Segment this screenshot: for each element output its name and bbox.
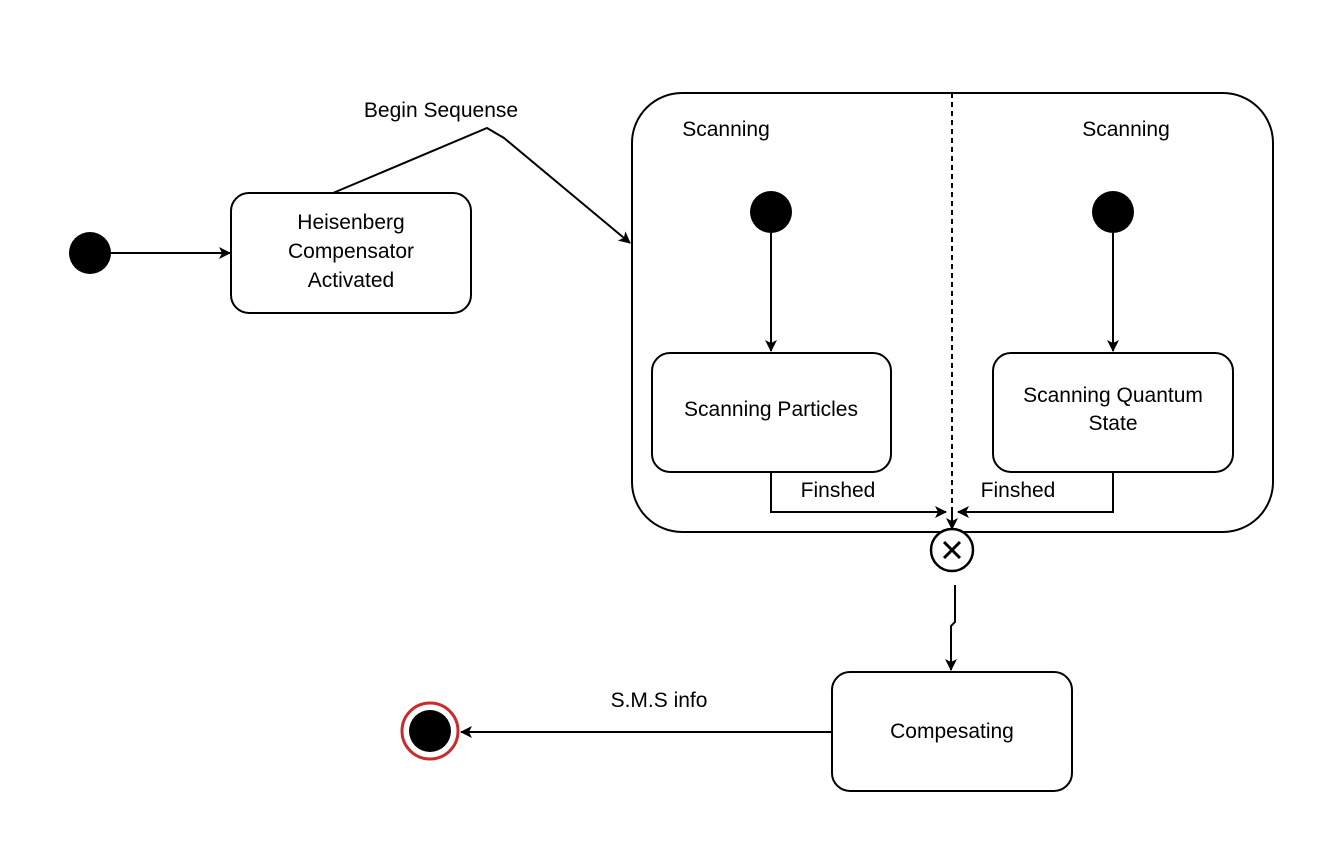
transition-exit-to-compensating: [945, 585, 957, 671]
left-region-initial-node: [750, 191, 792, 233]
transition-finished-left: [770, 472, 947, 518]
state-heisenberg-label-line1: Heisenberg: [297, 211, 404, 234]
region-right-label: Scanning: [1082, 118, 1170, 141]
transition-begin-sequence: [332, 126, 631, 244]
state-heisenberg-label-line3: Activated: [308, 269, 394, 292]
region-left-label: Scanning: [682, 118, 770, 141]
state-compensating-label: Compesating: [890, 720, 1014, 743]
right-region-initial-node: [1092, 191, 1134, 233]
state-scanning-particles[interactable]: Scanning Particles: [651, 352, 892, 473]
state-heisenberg-label-line2: Compensator: [288, 240, 414, 263]
transition-begin-sequence-label: Begin Sequense: [364, 99, 518, 122]
state-compensating[interactable]: Compesating: [831, 671, 1073, 792]
state-heisenberg[interactable]: Heisenberg Compensator Activated: [230, 192, 472, 314]
state-scanning-quantum[interactable]: Scanning Quantum State: [992, 352, 1234, 473]
state-scanning-particles-label: Scanning Particles: [684, 398, 858, 421]
transition-finished-right-label: Finshed: [981, 479, 1056, 502]
transition-finished-left-label: Finshed: [801, 479, 876, 502]
transition-finished-right: [957, 472, 1114, 518]
final-node: [400, 701, 460, 761]
state-scanning-quantum-label-line1: Scanning Quantum: [1023, 384, 1203, 407]
initial-node: [69, 232, 111, 274]
exit-point-node: [929, 527, 975, 573]
transition-sms-info-label: S.M.S info: [611, 689, 708, 712]
state-scanning-quantum-label-line2: State: [1088, 412, 1137, 435]
